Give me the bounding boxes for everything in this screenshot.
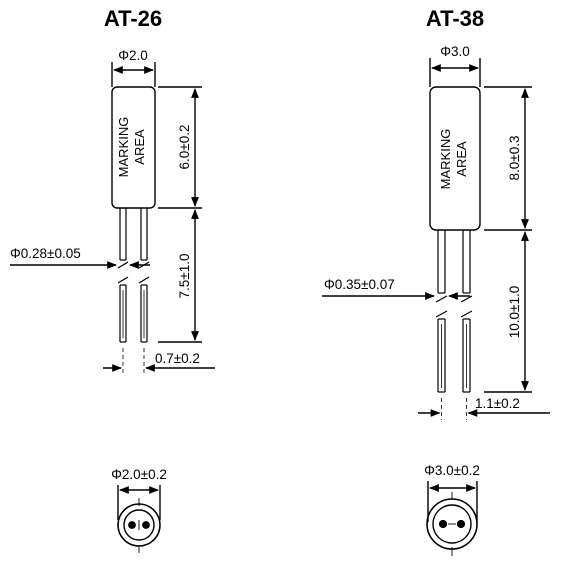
at38-lead-length-label: 10.0±1.0	[507, 286, 522, 338]
at38-bottom-diameter-label: Φ3.0±0.2	[424, 463, 480, 478]
at38-body-length-label: 8.0±0.3	[507, 136, 522, 181]
at26-bottom-view	[117, 498, 161, 553]
at26-body-diameter-label: Φ2.0	[118, 48, 148, 63]
svg-text:MARKING: MARKING	[116, 117, 131, 178]
svg-text:MARKING: MARKING	[438, 129, 453, 190]
at38-bottom-view	[426, 492, 478, 556]
at38-marking-area: MARKING AREA	[438, 129, 469, 190]
svg-text:AREA: AREA	[132, 129, 147, 165]
at26-body-length-label: 6.0±0.2	[177, 125, 192, 170]
at38-leads	[435, 230, 473, 393]
at26-lead-pitch-label: 0.7±0.2	[155, 351, 200, 366]
at26-marking-area: MARKING AREA	[116, 117, 147, 178]
at38-title: AT-38	[426, 6, 484, 31]
svg-text:AREA: AREA	[454, 141, 469, 177]
at26-lead-diameter-label: Φ0.28±0.05	[10, 246, 81, 261]
at26-title: AT-26	[104, 6, 162, 31]
at38-lead-diameter-label: Φ0.35±0.07	[324, 277, 395, 292]
at26-leads	[117, 208, 150, 343]
at26-bottom-diameter-label: Φ2.0±0.2	[111, 467, 167, 482]
at26-lead-length-label: 7.5±1.0	[177, 254, 192, 299]
at38-lead-pitch-label: 1.1±0.2	[475, 396, 520, 411]
at38-crystal-body	[429, 86, 481, 231]
at26-crystal-body	[111, 86, 156, 209]
at38-body-diameter-label: Φ3.0	[440, 44, 470, 59]
at26-package: AT-26 Φ2.0 MARKING AREA 6.0±0.2	[10, 6, 215, 553]
at38-package: AT-38 Φ3.0 MARKING AREA 8.0±0.3	[322, 6, 550, 556]
